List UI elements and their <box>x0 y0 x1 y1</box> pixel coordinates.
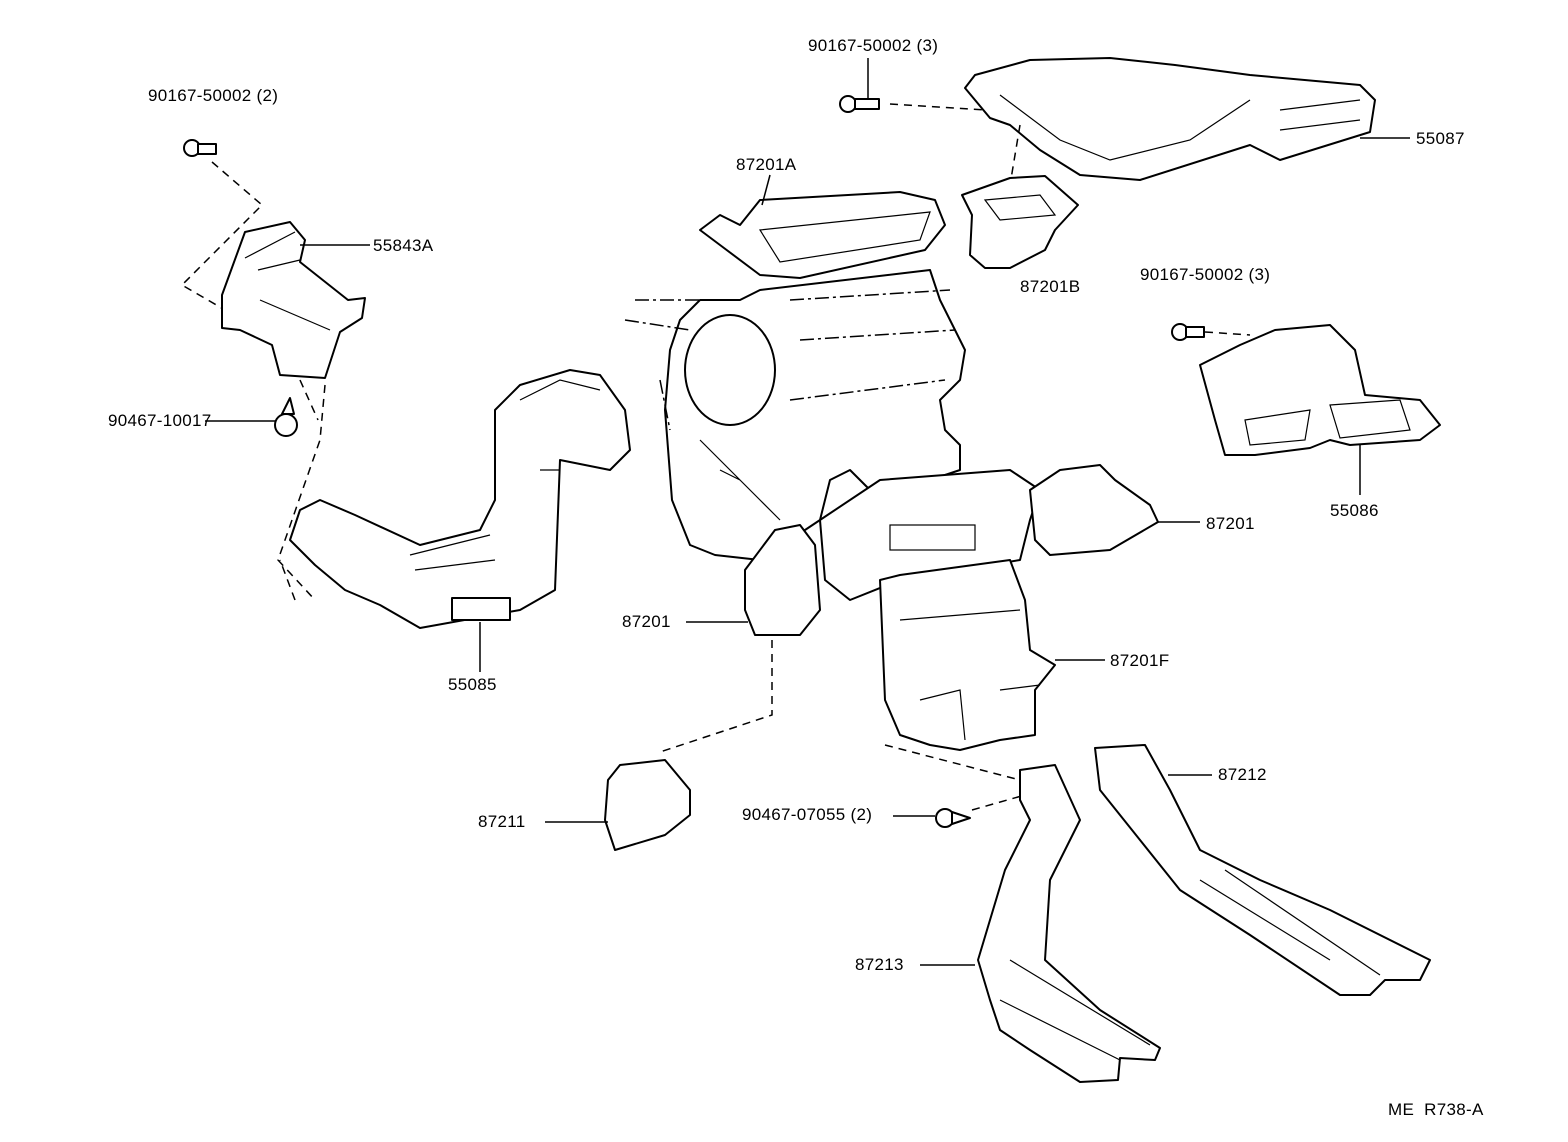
duct-55086 <box>1199 324 1441 456</box>
duct-87213 <box>977 764 1161 1083</box>
label-55087: 55087 <box>1416 129 1465 148</box>
duct-55087 <box>964 57 1376 181</box>
label-55085: 55085 <box>448 675 497 694</box>
label-87201-left: 87201 <box>622 612 671 631</box>
label-bolt-90167-50002-right: 90167-50002 (3) <box>1140 265 1271 284</box>
clip-icon <box>274 397 298 437</box>
bolt-icon <box>839 95 880 113</box>
label-clip-90467-07055: 90467-07055 (2) <box>742 805 873 824</box>
part-87201-left <box>744 524 821 636</box>
label-55086: 55086 <box>1330 501 1379 520</box>
part-87201B <box>961 175 1079 269</box>
label-bolt-90167-50002-top: 90167-50002 (3) <box>808 36 939 55</box>
label-87201F: 87201F <box>1110 651 1170 670</box>
duct-55085 <box>289 369 631 629</box>
label-87212: 87212 <box>1218 765 1267 784</box>
figure-code: ME R738-A <box>1388 1100 1484 1119</box>
label-87213: 87213 <box>855 955 904 974</box>
duct-87212 <box>1094 744 1431 996</box>
part-87201-right <box>1029 464 1159 556</box>
part-87211 <box>604 759 691 851</box>
label-clip-90467-10017: 90467-10017 <box>108 411 212 430</box>
label-87211: 87211 <box>478 812 526 831</box>
duct-55843A <box>221 221 366 379</box>
clip-icon <box>935 808 971 828</box>
label-87201-right: 87201 <box>1206 514 1255 533</box>
part-87201A <box>699 191 946 279</box>
bolt-icon <box>1171 323 1205 341</box>
part-center-box <box>819 469 1041 601</box>
part-87201F <box>879 559 1056 751</box>
bolt-icon <box>183 139 217 157</box>
label-87201B: 87201B <box>1020 277 1081 296</box>
label-bolt-90167-50002-left: 90167-50002 (2) <box>148 86 279 105</box>
label-87201A: 87201A <box>736 155 797 174</box>
label-55843A: 55843A <box>373 236 434 255</box>
